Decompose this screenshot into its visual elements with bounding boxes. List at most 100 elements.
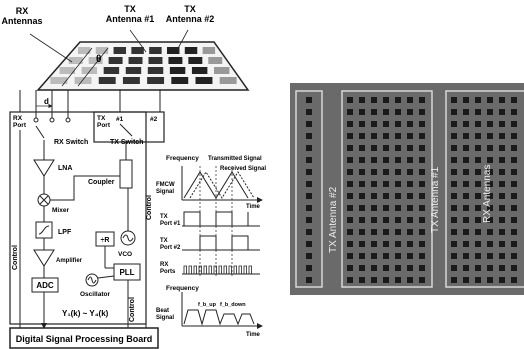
tx-antenna-1-label: TXAntenna #1 [106, 4, 155, 24]
photo-patch [395, 217, 401, 223]
photo-patch [463, 181, 469, 187]
antenna-board-photo: TX Antenna #2 TX Antenna #1 RX Antennas [290, 83, 524, 295]
tx-port1-line2: Port #1 [160, 221, 181, 227]
photo-patch [407, 265, 413, 271]
photo-patch [499, 109, 505, 115]
photo-patch [407, 277, 413, 283]
photo-patch [383, 97, 389, 103]
photo-patch [407, 229, 413, 235]
photo-patch [347, 193, 353, 199]
photo-patch [475, 181, 481, 187]
photo-patch [395, 133, 401, 139]
beat-line1: Beat [156, 308, 169, 314]
tx-port1-wave-label: TXPort #1 [160, 214, 181, 227]
photo-patch [306, 277, 312, 283]
antenna-patch [82, 67, 97, 74]
rx-pulse [209, 266, 212, 274]
photo-patch [511, 205, 517, 211]
photo-patch [499, 133, 505, 139]
lna-amplifier [34, 160, 54, 176]
photo-patch [463, 205, 469, 211]
fmcw-line2: Signal [156, 189, 174, 195]
antenna-patch [167, 47, 179, 54]
photo-patch [371, 277, 377, 283]
tx-port-line2: Port [97, 122, 111, 129]
photo-patch [511, 181, 517, 187]
photo-patch [463, 169, 469, 175]
photo-patch [419, 217, 425, 223]
feed-lines [20, 90, 160, 118]
rx-ports-line2: Ports [160, 269, 176, 275]
photo-patch [451, 253, 457, 259]
antenna-patch [203, 47, 215, 54]
photo-patch [306, 181, 312, 187]
photo-patch [395, 277, 401, 283]
photo-patch [359, 229, 365, 235]
photo-patch [419, 169, 425, 175]
photo-patch [487, 241, 493, 247]
control-right-label: Control [146, 195, 153, 220]
dsp-board-label: Digital Signal Processing Board [16, 334, 153, 344]
antenna-patch [147, 77, 164, 84]
photo-patch [499, 193, 505, 199]
photo-patch [407, 121, 413, 127]
photo-patch [419, 277, 425, 283]
photo-patch [306, 217, 312, 223]
rx-port-line2: Port [13, 122, 27, 129]
photo-patch [347, 265, 353, 271]
photo-patch [371, 265, 377, 271]
photo-patch [359, 145, 365, 151]
antenna-patch [129, 57, 143, 64]
photo-patch [487, 229, 493, 235]
photo-patch [407, 181, 413, 187]
tx-antenna-2-label: TXAntenna #2 [166, 4, 215, 24]
photo-patch [371, 157, 377, 163]
photo-patch [371, 205, 377, 211]
photo-patch [371, 145, 377, 151]
photo-patch [451, 97, 457, 103]
lpf-label: LPF [58, 229, 72, 236]
rx-pulse [184, 266, 187, 274]
photo-patch [499, 97, 505, 103]
photo-patch [395, 157, 401, 163]
tx-port-2-label: #2 [150, 116, 158, 123]
photo-patch [487, 157, 493, 163]
photo-patch [306, 97, 312, 103]
photo-patch [306, 193, 312, 199]
photo-patch [347, 181, 353, 187]
tx-port2-line1: TX [160, 238, 168, 244]
photo-patch [371, 121, 377, 127]
antenna-patch [148, 57, 162, 64]
lna-label: LNA [58, 165, 72, 172]
antenna-patch [99, 77, 116, 84]
photo-patch [383, 253, 389, 259]
photo-patch [487, 109, 493, 115]
photo-patch [511, 217, 517, 223]
photo-patch [487, 145, 493, 151]
photo-patch [371, 253, 377, 259]
photo-patch [475, 169, 481, 175]
rx-antennas-label: RXAntennas [1, 6, 42, 26]
antenna-patch [188, 57, 202, 64]
photo-patch [419, 157, 425, 163]
photo-patch [383, 217, 389, 223]
photo-patch [306, 145, 312, 151]
photo-patch [407, 145, 413, 151]
photo-patch [475, 193, 481, 199]
photo-patch [347, 253, 353, 259]
photo-patch [499, 181, 505, 187]
rx-pulse [194, 266, 197, 274]
photo-patch [371, 229, 377, 235]
photo-patch [395, 241, 401, 247]
mixer-label: Mixer [52, 207, 69, 214]
theta-label: θ [96, 54, 101, 65]
photo-patch [499, 145, 505, 151]
photo-patch [419, 145, 425, 151]
photo-patch [499, 169, 505, 175]
photo-patch [487, 97, 493, 103]
photo-patch [407, 241, 413, 247]
photo-patch [347, 133, 353, 139]
rx-port-label: RXPort [13, 115, 27, 129]
